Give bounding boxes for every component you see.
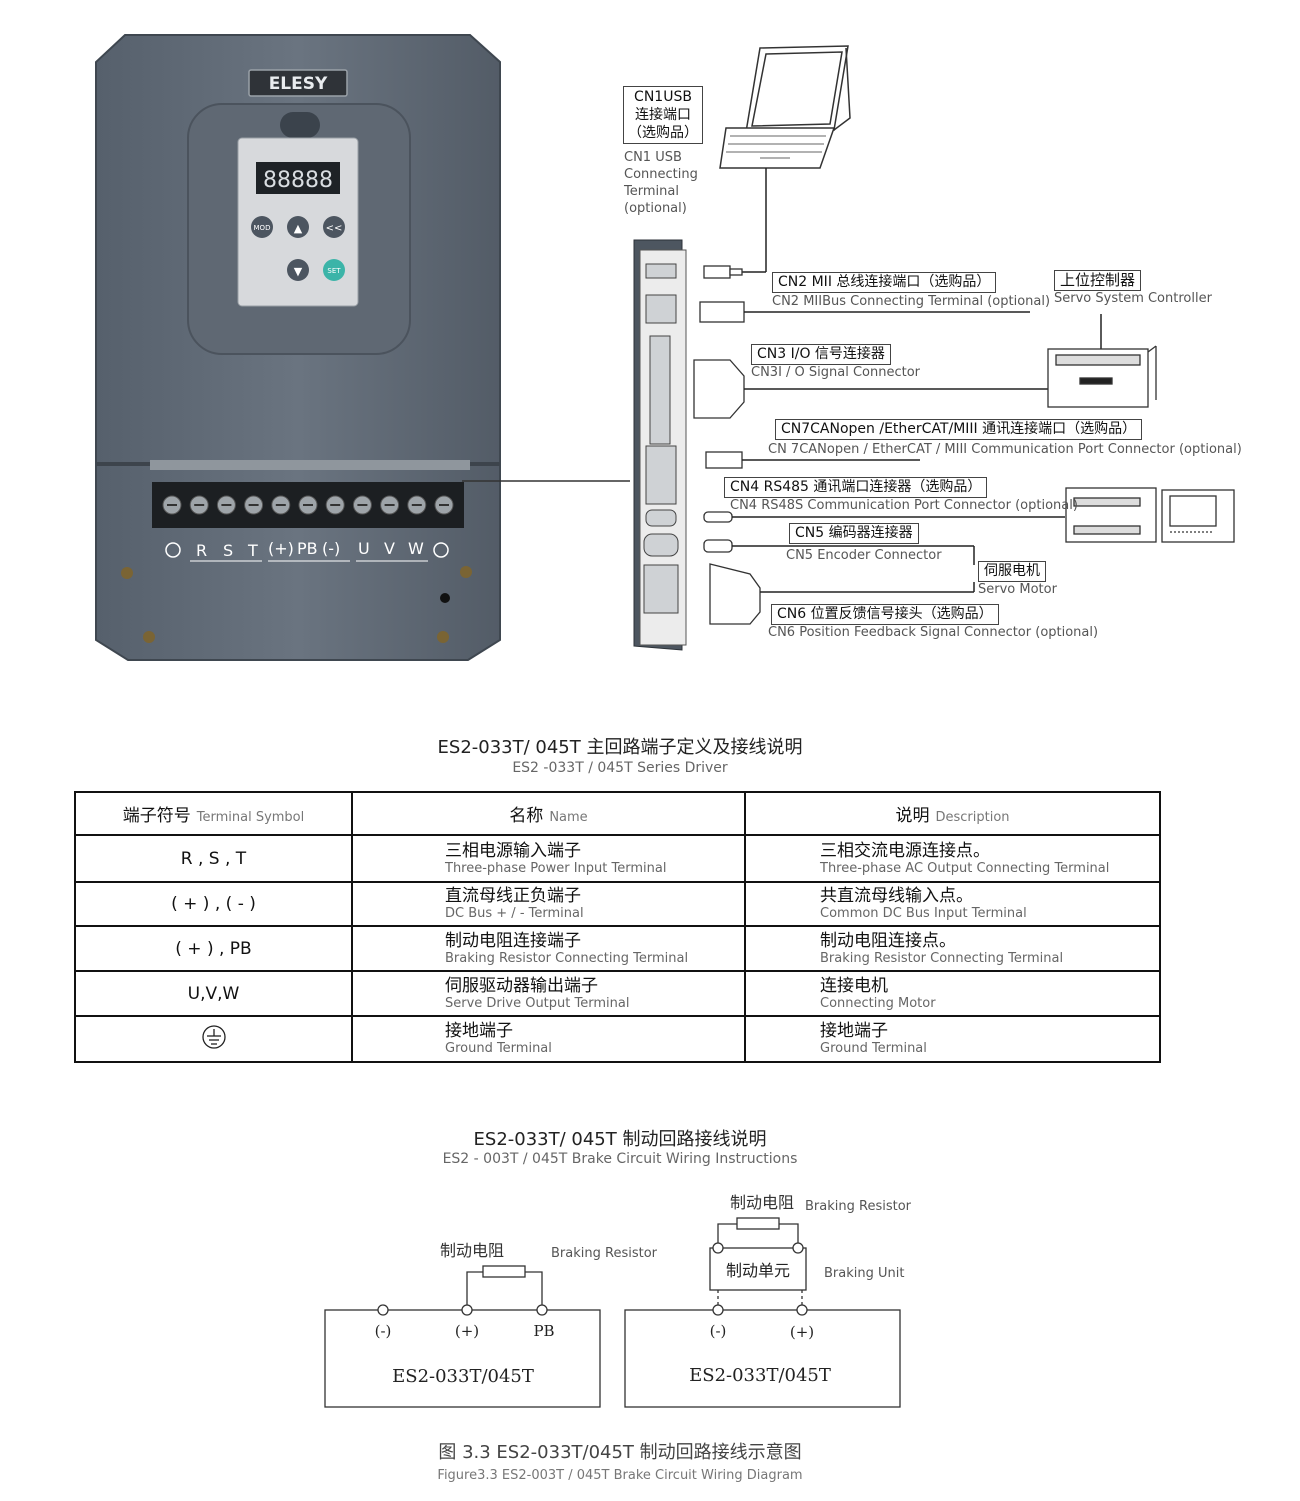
svg-text:R: R [196, 541, 207, 560]
port-stack [643, 263, 679, 614]
brake-diagrams: 制动电阻 Braking Resistor (-) (+) PB ES2-033… [324, 1193, 912, 1408]
svg-text:Braking Unit: Braking Unit [824, 1266, 904, 1281]
svg-text:PB: PB [297, 539, 318, 558]
terminal-screws [162, 495, 454, 515]
svg-text:(-): (-) [322, 539, 340, 558]
cn6-label-en: CN6 Position Feedback Signal Connector (… [768, 625, 1099, 640]
brand-logo [248, 69, 348, 97]
svg-text:(-): (-) [375, 1322, 392, 1340]
svg-text:Braking Resistor: Braking Resistor [805, 1199, 912, 1214]
svg-text:(+): (+) [790, 1323, 814, 1341]
motor-label-en: Servo Motor [978, 582, 1057, 597]
cn3-label: CN3 I/O 信号连接器 [751, 344, 891, 365]
controller-label-en: Servo System Controller [1054, 291, 1212, 306]
svg-text:U: U [358, 539, 370, 558]
cn6-label: CN6 位置反馈信号接头（选购品） [771, 604, 999, 625]
svg-text:S: S [223, 541, 233, 560]
figure-caption: 图 3.3 ES2-033T/045T 制动回路接线示意图 [438, 1442, 802, 1463]
table-title: ES2-033T/ 045T 主回路端子定义及接线说明 [437, 737, 803, 758]
table-subtitle: ES2 -033T / 045T Series Driver [512, 760, 728, 776]
svg-text:T: T [247, 541, 258, 560]
brake-title: ES2-033T/ 045T 制动回路接线说明 [473, 1129, 767, 1150]
cn2-label-en: CN2 MIIBus Connecting Terminal (optional… [772, 294, 1051, 309]
up-key[interactable] [287, 216, 309, 238]
svg-text:▼: ▼ [294, 265, 303, 278]
braking-unit-box [709, 1247, 807, 1291]
resistor-left [482, 1265, 526, 1278]
drive-front-illustration: ELESY 88888 MOD ▲ << ▼ SET R S T (+) PB … [95, 34, 630, 661]
figure-caption-en: Figure3.3 ES2-003T / 045T Brake Circuit … [437, 1468, 803, 1483]
laptop-icon [719, 45, 851, 169]
brake-diagram-left: 制动电阻 Braking Resistor (-) (+) PB ES2-033… [324, 1241, 658, 1408]
connection-diagram [633, 45, 1235, 651]
plc-hmi-icons [1065, 487, 1235, 543]
terminal-labels: R S T (+) PB (-) U V W [165, 539, 449, 562]
led-digits: 88888 [263, 168, 333, 193]
svg-text:MOD: MOD [254, 224, 271, 232]
svg-text:V: V [384, 539, 395, 558]
svg-text:SET: SET [327, 267, 341, 275]
shift-key[interactable] [323, 216, 345, 238]
svg-text:制动单元: 制动单元 [726, 1261, 790, 1280]
brand-text: ELESY [269, 74, 328, 94]
cn2-label: CN2 MII 总线连接端口（选购品） [772, 272, 997, 293]
cn4-label-en: CN4 RS48S Communication Port Connector (… [730, 498, 1078, 513]
svg-text:ES2-033T/045T: ES2-033T/045T [689, 1365, 831, 1386]
svg-text:PB: PB [533, 1322, 554, 1340]
brake-subtitle: ES2 - 003T / 045T Brake Circuit Wiring I… [442, 1151, 798, 1167]
mod-key[interactable] [251, 216, 273, 238]
ground-symbol-cell [74, 1015, 353, 1063]
svg-text:<<: << [326, 223, 343, 234]
cn7-label: CN7CANopen /EtherCAT/MIII 通讯连接端口（选购品） [775, 419, 1143, 440]
set-key[interactable] [323, 259, 345, 281]
cn7-label-en: CN 7CANopen / EtherCAT / MIII Communicat… [768, 442, 1242, 457]
cable-plugs [693, 265, 761, 625]
svg-text:制动电阻: 制动电阻 [730, 1193, 794, 1212]
svg-text:ES2-033T/045T: ES2-033T/045T [392, 1366, 534, 1387]
svg-text:(+): (+) [455, 1322, 479, 1340]
controller-label: 上位控制器 [1054, 270, 1142, 291]
cn4-label: CN4 RS485 通讯端口连接器（选购品） [724, 477, 988, 498]
svg-text:Braking Resistor: Braking Resistor [551, 1246, 658, 1261]
ground-icon [201, 1024, 226, 1049]
svg-text:(+): (+) [268, 539, 294, 558]
down-key[interactable] [287, 259, 309, 281]
cn5-label: CN5 编码器连接器 [789, 523, 919, 544]
svg-text:▲: ▲ [294, 222, 303, 235]
cn5-label-en: CN5 Encoder Connector [786, 548, 942, 563]
cn3-label-en: CN3I / O Signal Connector [751, 365, 921, 380]
motor-label: 伺服电机 [978, 561, 1046, 582]
svg-text:制动电阻: 制动电阻 [440, 1241, 504, 1260]
led-display [256, 162, 340, 194]
resistor-right [736, 1217, 780, 1230]
servo-controller-icon [1047, 345, 1157, 408]
svg-text:W: W [408, 539, 424, 558]
svg-text:(-): (-) [710, 1322, 727, 1340]
brake-diagram-right: 制动电阻 Braking Resistor 制动单元 Braking Unit … [624, 1193, 912, 1408]
